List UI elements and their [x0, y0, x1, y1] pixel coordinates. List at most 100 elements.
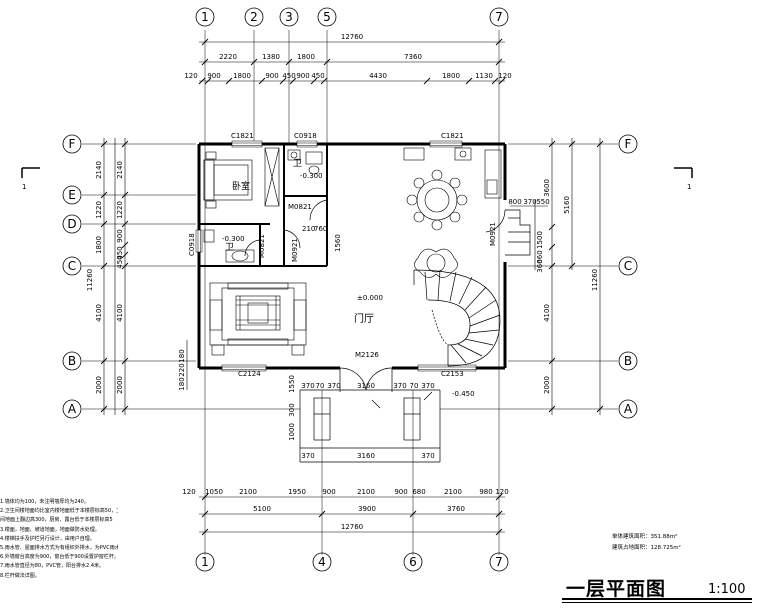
axis-bubbles-left [62, 134, 82, 419]
door-tag: M0821 [288, 203, 312, 211]
dim-top: 2220 [219, 53, 237, 61]
exterior-walls [197, 142, 507, 370]
dim-porch: 70 [316, 382, 325, 390]
dim-bottom: 1950 [288, 488, 306, 496]
dim-porch: 1550 [288, 375, 296, 393]
axis-bubbles-top [195, 7, 509, 27]
dim-top: 7360 [404, 53, 422, 61]
dim-top: 1800 [297, 53, 315, 61]
dim-bottom: 900 [322, 488, 335, 496]
dim-top: 1130 [475, 72, 493, 80]
top-dimension-lines [198, 38, 506, 85]
dim-top: 120 [498, 72, 511, 80]
axis-left-label: F [69, 137, 76, 151]
axis-top-label: 2 [250, 10, 258, 24]
dim-porch: 370 [301, 382, 314, 390]
dim-left: 1800 [95, 236, 103, 254]
left-dimension-lines [100, 138, 188, 415]
dim-right: 1500 [536, 231, 544, 249]
room-hall-label: 门厅 [354, 312, 374, 325]
bottom-dimension-text: 120 1050 2100 1950 900 2100 900 680 2100… [182, 488, 508, 531]
note-line: 间地面上翻边高300，厨房、露台低于本楼层标高5 [0, 517, 113, 524]
dim-top: 450 [282, 72, 295, 80]
room-bath2-label: 卫 [225, 243, 234, 253]
porch [299, 389, 441, 463]
axis-right-label: F [625, 137, 632, 151]
dim-right: 3600 [543, 179, 551, 197]
room-bath1-label: 卫 [293, 159, 302, 169]
area-floor: 建筑占地面积：128.725m² [612, 545, 681, 551]
elevation-tag: ±0.000 [357, 294, 383, 302]
note-line: 1.墙体均为100，未注明墙厚均为240。 [0, 499, 89, 505]
tea-table [414, 248, 458, 278]
axis-bubbles-right [618, 134, 638, 419]
drawing-scale: 1:100 [708, 582, 746, 597]
top-dimension-text: 12760 2220 1380 1800 7360 120 900 1800 9… [184, 33, 511, 80]
dim-left: 4100 [116, 304, 124, 322]
axis-left-label: E [68, 188, 76, 202]
axis-left-label: A [68, 402, 77, 416]
dim-tag: 210 [302, 225, 315, 233]
dim-right-total: 11260 [591, 269, 599, 291]
axis-bottom-label: 1 [201, 555, 209, 569]
elevation-tag: -0.300 [300, 172, 323, 180]
title-underline [562, 598, 752, 600]
note-line: 7.雨水管直径为80，PVC管，阳台排水2.4米。 [0, 563, 105, 570]
dim-left: 4100 [95, 304, 103, 322]
axis-top-label: 3 [285, 10, 293, 24]
area-summary: 单体建筑面积：351.88m² 建筑占地面积：128.725m² [612, 532, 681, 554]
axis-top-label: 1 [201, 10, 209, 24]
section-marks [21, 167, 693, 178]
dim-left: 1220 [116, 201, 124, 219]
dim-bottom: 120 [495, 488, 508, 496]
axis-right-label: A [624, 402, 633, 416]
dim-left: 450 [116, 255, 124, 268]
dim-bottom: 980 [479, 488, 492, 496]
dim-top: 900 [207, 72, 220, 80]
note-line: 2.卫生间楼地面均比室内楼地面低于本楼层标高50，卫生 [0, 508, 118, 515]
dim-bottom: 2100 [239, 488, 257, 496]
door-tag: M0921 [489, 222, 497, 246]
dim-left: 2140 [116, 161, 124, 179]
dim-porch: 3160 [357, 382, 375, 390]
dim-left: 2140 [95, 161, 103, 179]
dim-top: 900 [265, 72, 278, 80]
dim-right: 360 [536, 259, 544, 272]
dim-top: 1800 [442, 72, 460, 80]
note-line: 5.雨水管、屋面排水方式为有组织外排水，为PVC雨水管。 [0, 545, 118, 552]
axis-top-label: 5 [323, 10, 331, 24]
area-total: 单体建筑面积：351.88m² [612, 534, 678, 540]
note-line: 6.外墙窗台高度为900，窗台低于900设置护窗栏杆。 [0, 554, 118, 561]
bottom-dimension-lines [199, 493, 505, 536]
window-tag: C2153 [441, 370, 464, 378]
axis-right-label: C [624, 259, 632, 273]
note-line: 8.栏杆做法详图。 [0, 572, 40, 579]
room-bedroom-label: 卧室 [232, 180, 250, 192]
side-steps [505, 209, 531, 256]
dim-right: 4100 [543, 304, 551, 322]
dim-left: 2000 [95, 376, 103, 394]
axis-right-label: B [624, 354, 632, 368]
doors [244, 199, 506, 392]
dim-top: 4430 [369, 72, 387, 80]
title-underline [562, 602, 752, 603]
dim-bottom: 5100 [253, 505, 271, 513]
dim-porch: 370 [301, 452, 314, 460]
window-tag: C0918 [294, 132, 317, 140]
dim-right: 5160 [563, 196, 571, 214]
component-labels: C1821 C0918 C1821 C0918 C2124 C2153 M082… [188, 132, 497, 398]
dim-bottom: 3760 [447, 505, 465, 513]
dim-porch: 370 [327, 382, 340, 390]
dim-porch: 1000 [288, 423, 296, 441]
axis-left-label: B [68, 354, 76, 368]
dim-left: 1220 [95, 201, 103, 219]
dim-right-misc: 550 [536, 198, 549, 206]
left-dimension-text: 2140 1220 1800 4100 2000 2140 1220 900 4… [86, 161, 186, 394]
elevation-tag: -0.300 [222, 235, 245, 243]
window-tag: C0918 [188, 233, 196, 256]
dim-right: 660 [536, 250, 544, 263]
dim-porch: 70 [410, 382, 419, 390]
dim-top: 900 [296, 72, 309, 80]
